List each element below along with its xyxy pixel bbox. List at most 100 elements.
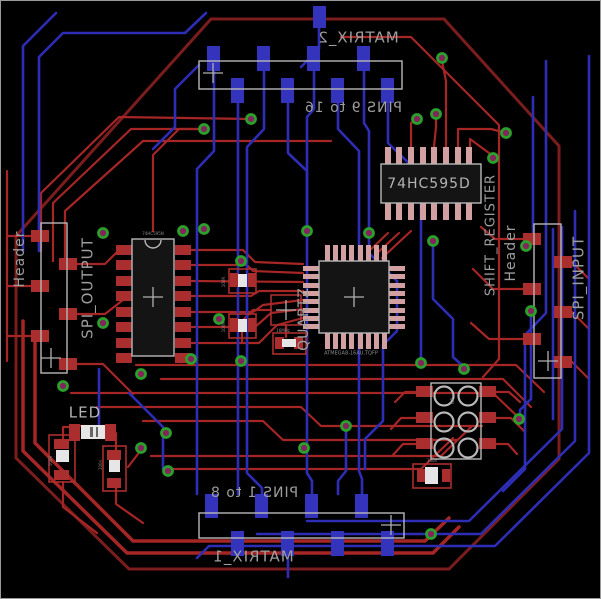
top-pad [175, 338, 191, 348]
component-mark [90, 427, 93, 437]
top-pad [417, 469, 425, 482]
smd-pin-pad [303, 299, 319, 304]
top-pad [59, 258, 77, 270]
smd-pin-pad [466, 203, 472, 220]
bottom-pad [313, 6, 326, 28]
top-pad [175, 276, 191, 286]
smd-pin-pad [325, 245, 330, 261]
top-layer-trace [114, 486, 145, 525]
bottom-pad [231, 78, 244, 103]
via [427, 235, 439, 247]
top-layer-trace [471, 267, 525, 291]
top-pad [116, 307, 132, 317]
via [213, 313, 225, 325]
isp-capacitor-outline [412, 463, 452, 489]
smd-pin-pad [366, 333, 371, 349]
via [298, 442, 310, 454]
bottom-pad [281, 531, 294, 556]
top-pad [116, 338, 132, 348]
bottom-pad [207, 46, 220, 71]
bottom-layer-trace [305, 225, 564, 523]
origin-cross [381, 515, 401, 535]
top-layer-trace [167, 436, 455, 471]
via [57, 380, 69, 392]
led-resistor-outline [48, 434, 76, 483]
top-pad [523, 333, 541, 345]
bottom-layer-trace [362, 69, 371, 233]
top-layer-trace [141, 419, 459, 442]
top-pad [116, 276, 132, 286]
bottom-layer-trace [195, 69, 216, 496]
smd-pin-pad [431, 147, 437, 164]
top-pad [248, 318, 256, 332]
bottom-layer-trace [21, 11, 58, 253]
top-pad [59, 308, 77, 320]
top-pad [107, 478, 121, 488]
top-pad [442, 469, 450, 482]
top-pad [31, 330, 49, 342]
via [185, 353, 197, 365]
top-layer-trace [189, 263, 305, 275]
bottom-pad [355, 494, 368, 518]
via [458, 363, 470, 375]
top-pad [523, 283, 541, 295]
smd-pin-pad [303, 291, 319, 296]
top-layer-trace [479, 225, 525, 241]
top-pad [116, 260, 132, 270]
via [235, 355, 247, 367]
top-pad [175, 307, 191, 317]
bottom-pad [257, 46, 270, 71]
quartz-symbol-outline [270, 294, 302, 326]
top-pad [416, 438, 433, 449]
top-layer-trace [134, 363, 546, 394]
bottom-layer-trace [305, 69, 316, 231]
smd-pin-pad [374, 245, 379, 261]
top-pad [54, 439, 69, 449]
via [500, 127, 512, 139]
top-pad [175, 353, 191, 363]
smd-pin-pad [389, 308, 405, 313]
top-pad [116, 245, 132, 255]
bottom-pad [331, 531, 344, 556]
isp-pin-hole [457, 411, 479, 433]
via [520, 240, 532, 252]
bottom-pad [305, 494, 318, 518]
top-layer-trace [69, 391, 520, 419]
isp-pin-hole [433, 411, 455, 433]
component-body [109, 460, 120, 472]
isp-pin-hole [433, 437, 455, 459]
bottom-layer-trace [363, 233, 399, 471]
via [160, 427, 172, 439]
top-pad [554, 306, 572, 318]
top-layer-trace [61, 480, 99, 535]
top-pad [479, 438, 496, 449]
origin-cross [344, 287, 364, 307]
bottom-layer-trace [37, 11, 208, 253]
via [97, 227, 109, 239]
via [436, 52, 448, 64]
top-pad [54, 470, 69, 480]
resistor2-outline [228, 313, 257, 339]
top-pad [59, 358, 77, 370]
top-pad [31, 280, 49, 292]
led-capacitor-outline [102, 445, 127, 492]
smd-pin-pad [303, 316, 319, 321]
smd-pin-pad [349, 333, 354, 349]
dip16-notch [144, 239, 162, 249]
top-pad [416, 412, 433, 423]
top-pad [116, 291, 132, 301]
top-pad [105, 424, 116, 441]
bottom-pad [231, 531, 244, 556]
bottom-layer-trace [431, 241, 466, 369]
smd-pin-pad [408, 147, 414, 164]
via [97, 317, 109, 329]
smd-pin-pad [325, 333, 330, 349]
top-pad [230, 273, 238, 287]
smd-pin-pad [341, 333, 346, 349]
smd-pin-pad [303, 324, 319, 329]
smd-pin-pad [303, 274, 319, 279]
smd-pin-pad [349, 245, 354, 261]
smd-pin-pad [389, 274, 405, 279]
smd-pin-pad [396, 147, 402, 164]
top-layer-trace [189, 316, 305, 345]
